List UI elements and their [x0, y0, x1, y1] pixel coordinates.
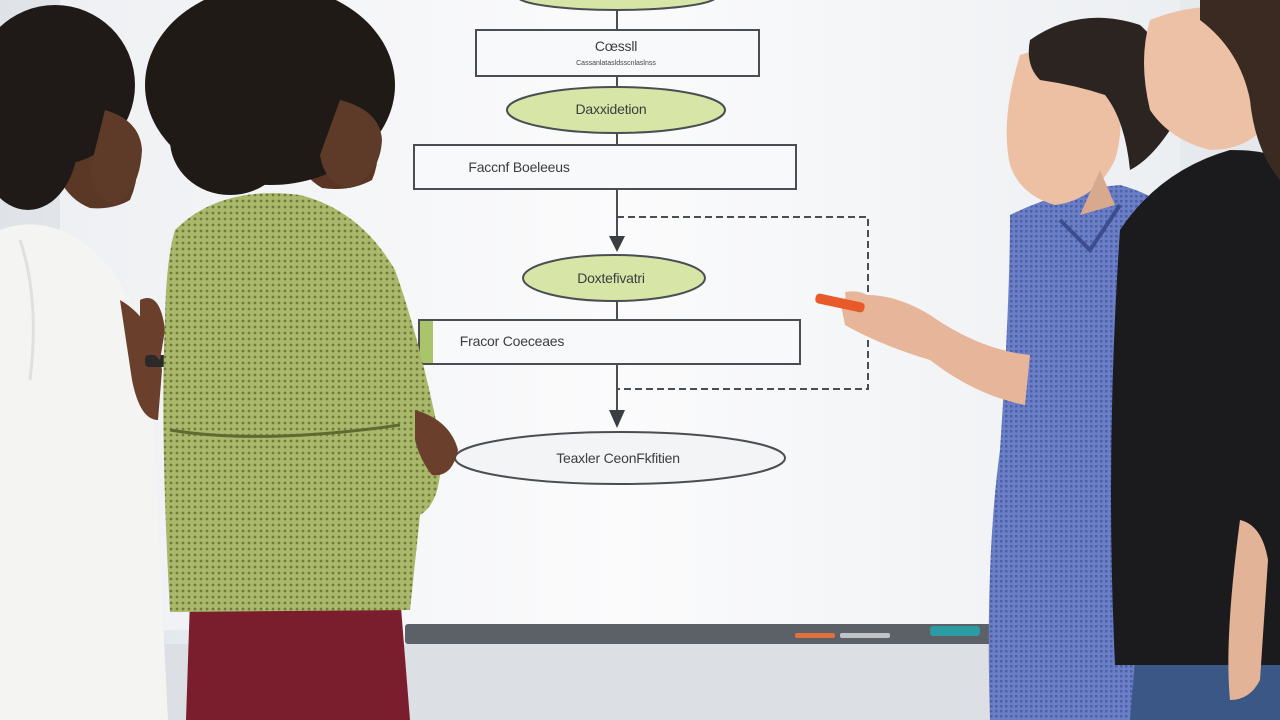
arrowhead-2 [609, 410, 625, 428]
flowchart-box-1-subtitle: Cassanlatasldsscnlaslnss [576, 60, 656, 67]
flowchart-oval-2 [522, 254, 706, 302]
flowchart-box-3 [418, 319, 801, 365]
orange-marker [815, 293, 865, 313]
flowchart-box-1-title: Cœssll [594, 38, 638, 54]
flowchart-box-3-label: Fracor Coeceaes [459, 333, 565, 349]
flowchart-oval-2-label: Doxtefivatri [577, 270, 645, 286]
flowchart-box-2-label: Faccnf Boeleeus [468, 159, 570, 175]
person-right-black-top [1111, 0, 1280, 720]
flowchart-box-1 [475, 29, 760, 77]
flowchart-oval-3-label: Teaxler CeonFkfitien [556, 450, 680, 466]
flowchart-oval-1-label: Daxxidetion [575, 101, 647, 117]
person-left-white-shirt [0, 5, 168, 720]
marker-tray-orange [795, 633, 835, 638]
flowchart-box-2 [413, 144, 797, 190]
whiteboard-tray [405, 624, 1005, 644]
marker-tray-gray [840, 633, 890, 638]
marker-tray-teal [930, 626, 980, 636]
arrowhead-1 [609, 236, 625, 252]
person-green-top [145, 0, 458, 720]
